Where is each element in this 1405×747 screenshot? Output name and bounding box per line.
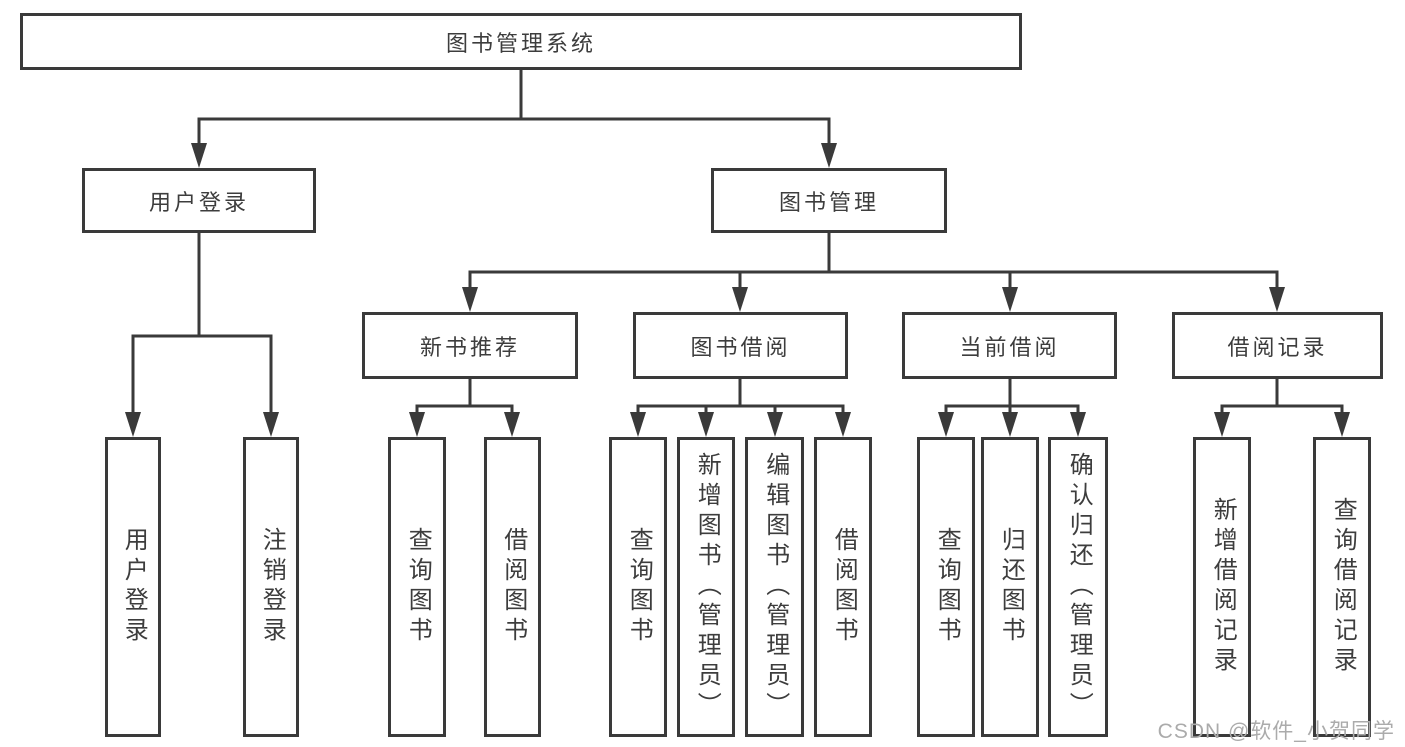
node-book-management-label: 图书管理 (778, 189, 879, 215)
leaf-edit-book-admin: 编辑图书（管理员） (745, 437, 804, 737)
leaf-query-books-borrowing-label: 查询图书 (625, 527, 653, 647)
leaf-add-book-admin: 新增图书（管理员） (677, 437, 735, 737)
arrow-down-icon (191, 143, 207, 168)
leaf-borrow-books: 借阅图书 (814, 437, 872, 737)
arrow-down-icon (1002, 412, 1018, 437)
leaf-query-borrow-record-label: 查询借阅记录 (1329, 497, 1357, 677)
node-library-management-system: 图书管理系统 (20, 13, 1022, 70)
arrow-down-icon (1269, 287, 1285, 312)
leaf-query-books-current-label: 查询图书 (933, 527, 961, 647)
leaf-query-borrow-record: 查询借阅记录 (1313, 437, 1371, 737)
node-book-borrowing: 图书借阅 (633, 312, 848, 379)
arrow-down-icon (409, 412, 425, 437)
arrow-down-icon (821, 143, 837, 168)
arrow-down-icon (1070, 412, 1086, 437)
leaf-user-login: 用户登录 (105, 437, 161, 737)
leaf-query-books-borrowing: 查询图书 (609, 437, 667, 737)
arrow-down-icon (1002, 287, 1018, 312)
node-borrowing-records: 借阅记录 (1172, 312, 1383, 379)
leaf-query-books-recommend: 查询图书 (388, 437, 446, 737)
arrow-down-icon (630, 412, 646, 437)
leaf-add-borrow-record: 新增借阅记录 (1193, 437, 1251, 737)
arrow-down-icon (1214, 412, 1230, 437)
node-new-book-recommend-label: 新书推荐 (419, 334, 520, 360)
node-book-management: 图书管理 (711, 168, 947, 233)
arrow-down-icon (263, 412, 279, 437)
leaf-confirm-return-admin-label: 确认归还（管理员） (1065, 452, 1093, 722)
connector-borrowing-records-to-leaves (1220, 379, 1344, 419)
connector-book-management-to-level3 (468, 233, 1279, 292)
node-user-login-branch: 用户登录 (82, 168, 316, 233)
connector-root-to-level2 (197, 70, 831, 148)
leaf-borrow-books-label: 借阅图书 (830, 527, 858, 647)
leaf-user-login-label: 用户登录 (120, 527, 148, 647)
leaf-logout: 注销登录 (243, 437, 299, 737)
leaf-borrow-books-recommend: 借阅图书 (484, 437, 541, 737)
node-borrowing-records-label: 借阅记录 (1227, 334, 1328, 360)
arrow-down-icon (462, 287, 478, 312)
leaf-confirm-return-admin: 确认归还（管理员） (1048, 437, 1108, 737)
connector-user-login-to-leaves (131, 233, 273, 419)
node-current-borrowing-label: 当前借阅 (959, 334, 1060, 360)
arrow-down-icon (698, 412, 714, 437)
arrow-down-icons (125, 143, 1350, 437)
arrow-down-icon (125, 412, 141, 437)
leaf-query-books-current: 查询图书 (917, 437, 975, 737)
node-book-borrowing-label: 图书借阅 (690, 334, 791, 360)
leaf-add-book-admin-label: 新增图书（管理员） (693, 452, 721, 722)
arrow-down-icon (504, 412, 520, 437)
arrow-down-icon (835, 412, 851, 437)
node-new-book-recommend: 新书推荐 (362, 312, 578, 379)
leaf-return-books-label: 归还图书 (997, 527, 1025, 647)
leaf-edit-book-admin-label: 编辑图书（管理员） (761, 452, 789, 722)
connector-book-borrowing-to-leaves (636, 379, 845, 419)
leaf-query-books-recommend-label: 查询图书 (404, 527, 432, 647)
node-library-management-system-label: 图书管理系统 (445, 30, 596, 56)
arrow-down-icon (732, 287, 748, 312)
arrow-down-icon (767, 412, 783, 437)
connector-new-book-recommend-to-leaves (415, 379, 514, 419)
node-user-login-branch-label: 用户登录 (148, 189, 249, 215)
leaf-borrow-books-recommend-label: 借阅图书 (499, 527, 527, 647)
leaf-logout-label: 注销登录 (258, 527, 286, 647)
arrow-down-icon (1334, 412, 1350, 437)
csdn-watermark: CSDN @软件_小贺同学 (1157, 720, 1395, 743)
leaf-add-borrow-record-label: 新增借阅记录 (1209, 497, 1237, 677)
leaf-return-books: 归还图书 (981, 437, 1039, 737)
arrow-down-icon (938, 412, 954, 437)
node-current-borrowing: 当前借阅 (902, 312, 1117, 379)
